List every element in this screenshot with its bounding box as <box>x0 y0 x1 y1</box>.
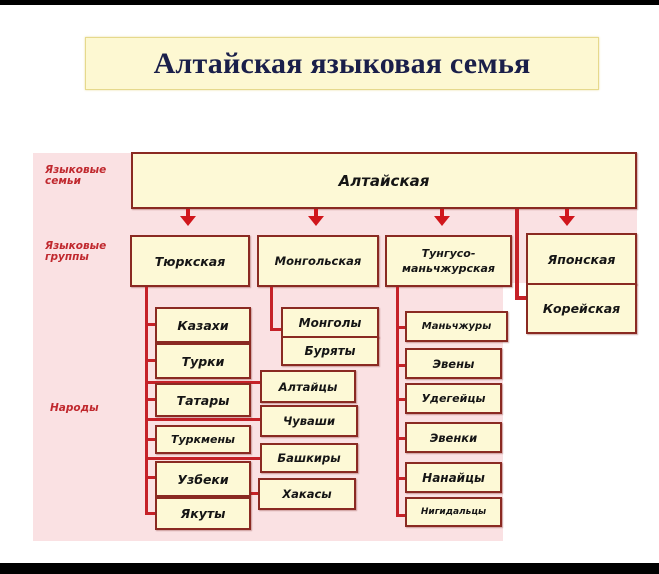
arrow-stem-japanese <box>565 209 569 217</box>
people-box: Нигидальцы <box>405 497 502 527</box>
connector-branch <box>145 398 155 401</box>
people-label: Якуты <box>180 506 226 521</box>
top-black-bar <box>0 0 659 5</box>
connector-turkic-trunk <box>145 287 148 515</box>
people-box: Хакасы <box>258 478 356 510</box>
people-label: Татары <box>176 392 230 408</box>
people-label: Башкиры <box>277 451 341 465</box>
people-label: Узбеки <box>177 471 229 487</box>
people-label: Казахи <box>177 317 229 333</box>
connector-branch <box>396 437 405 440</box>
arrow-stem-mongolic <box>314 209 318 217</box>
row-label-groups: Языковые группы <box>45 240 107 263</box>
arrow-down-icon <box>559 216 575 226</box>
connector-tungusic-trunk <box>396 287 399 517</box>
row-label-families: Языковые семьи <box>45 164 107 187</box>
group-box-korean: Корейская <box>526 283 637 334</box>
arrow-down-icon <box>434 216 450 226</box>
connector-branch <box>145 512 155 515</box>
people-box: Узбеки <box>155 461 251 497</box>
connector-branch <box>145 323 155 326</box>
connector-branch <box>270 328 282 331</box>
people-label: Буряты <box>304 344 356 358</box>
group-label-mongolic: Монгольская <box>274 254 362 268</box>
people-label: Турки <box>181 353 225 369</box>
people-label: Чуваши <box>282 414 336 428</box>
connector-branch <box>396 364 405 367</box>
connector-branch-altai <box>145 381 260 384</box>
people-box: Чуваши <box>260 405 358 437</box>
group-label-korean: Корейская <box>542 301 621 316</box>
group-box-turkic: Тюркская <box>130 235 250 287</box>
people-box: Турки <box>155 343 251 379</box>
connector-branch <box>396 514 405 517</box>
arrow-stem-turkic <box>186 209 190 217</box>
people-label: Алтайцы <box>278 379 338 394</box>
people-box: Татары <box>155 383 251 417</box>
people-box: Эвены <box>405 348 502 379</box>
group-label-tungusic: Тунгусо-маньчжурская <box>402 247 495 275</box>
people-box: Нанайцы <box>405 462 502 493</box>
people-label: Туркмены <box>170 433 235 446</box>
connector-mongolic-trunk <box>270 287 273 331</box>
people-box: Алтайцы <box>260 370 356 403</box>
arrow-down-icon <box>180 216 196 226</box>
title-banner: Алтайская языковая семья <box>85 37 599 90</box>
row-label-peoples: Народы <box>50 402 99 414</box>
family-label: Алтайская <box>338 171 430 190</box>
group-label-japanese: Японская <box>547 251 616 267</box>
arrow-stem-tungusic <box>440 209 444 217</box>
people-label: Хакасы <box>282 487 332 501</box>
connector-branch-chuvash <box>145 418 260 421</box>
people-label: Эвенки <box>429 430 478 445</box>
people-box: Маньчжуры <box>405 311 508 342</box>
people-box: Удегейцы <box>405 383 502 414</box>
people-label: Эвены <box>432 356 475 371</box>
connector-branch <box>145 476 155 479</box>
people-box: Монголы <box>281 307 379 338</box>
people-label: Маньчжуры <box>421 321 492 332</box>
group-label-turkic: Тюркская <box>154 253 226 269</box>
people-label: Монголы <box>298 315 362 330</box>
family-box-altaic: Алтайская <box>131 152 637 209</box>
people-box: Туркмены <box>155 425 251 454</box>
group-box-mongolic: Монгольская <box>257 235 379 287</box>
group-box-tungusic: Тунгусо-маньчжурская <box>385 235 512 287</box>
people-box: Эвенки <box>405 422 502 453</box>
people-label: Нигидальцы <box>420 507 487 517</box>
people-box: Буряты <box>281 336 379 366</box>
connector-branch-bashkir <box>145 457 260 460</box>
people-box: Якуты <box>155 497 251 530</box>
diagram-title: Алтайская языковая семья <box>153 46 531 80</box>
arrow-down-icon <box>308 216 324 226</box>
people-label: Нанайцы <box>422 470 485 485</box>
connector-branch <box>396 398 405 401</box>
connector-branch <box>145 438 155 441</box>
people-box: Башкиры <box>260 443 358 473</box>
bottom-black-bar <box>0 563 659 574</box>
connector-korean-horizontal <box>515 296 528 300</box>
group-box-japanese: Японская <box>526 233 637 285</box>
connector-branch <box>396 326 405 329</box>
connector-branch-khakas <box>250 492 260 495</box>
people-label: Удегейцы <box>421 392 486 405</box>
people-box: Казахи <box>155 307 251 343</box>
connector-branch <box>396 477 405 480</box>
connector-branch <box>145 359 155 362</box>
connector-korean-vertical <box>515 209 519 299</box>
